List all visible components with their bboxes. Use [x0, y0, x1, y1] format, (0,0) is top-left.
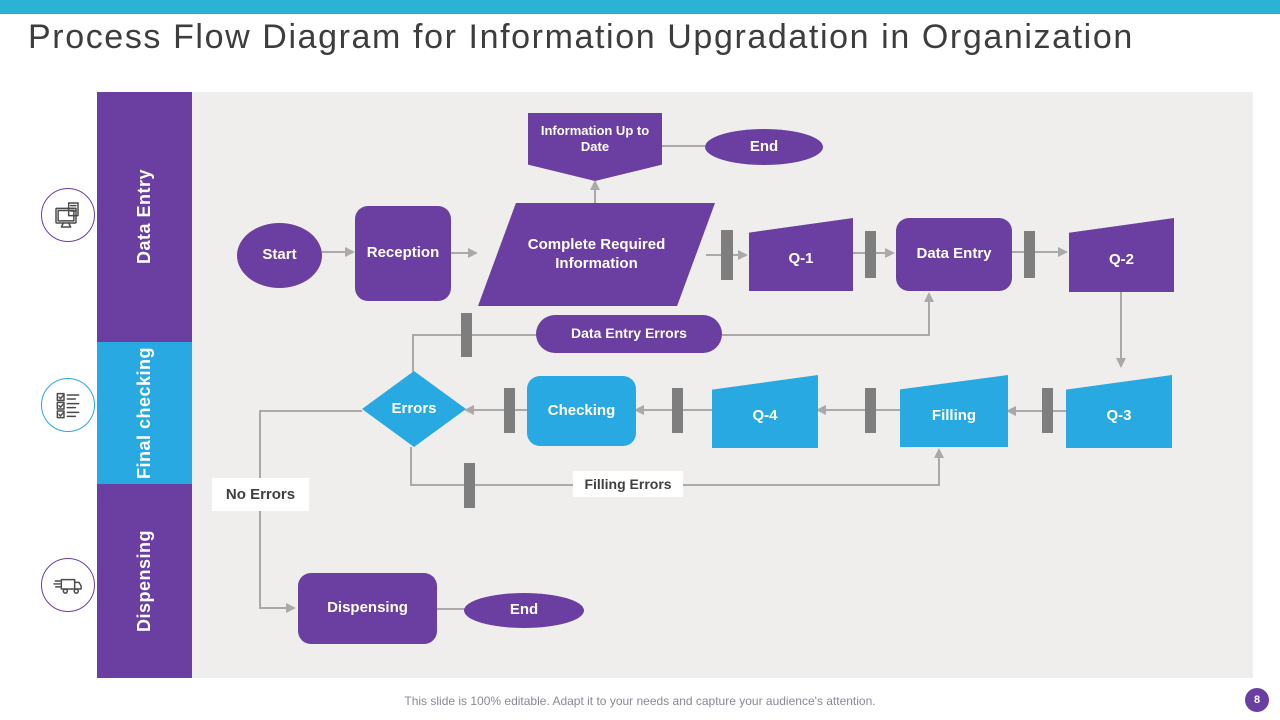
connector-information-uptodate — [594, 188, 596, 206]
arrowhead-icon — [1006, 406, 1016, 416]
connector-dispensing-end — [437, 608, 467, 610]
node-reception: Reception — [355, 206, 451, 301]
arrowhead-icon — [590, 180, 600, 190]
connector-start-reception — [322, 251, 350, 253]
barrier-icon — [865, 388, 876, 433]
node-dispensing: Dispensing — [298, 573, 437, 644]
connector-errors-up — [412, 336, 414, 372]
label-no-errors: No Errors — [212, 478, 309, 511]
barrier-icon — [1024, 231, 1035, 278]
arrowhead-icon — [286, 603, 296, 613]
barrier-icon — [461, 313, 472, 357]
node-q4-label: Q-4 — [752, 407, 778, 425]
barrier-icon — [865, 231, 876, 278]
node-complete-required-information-label: Complete Required Information — [527, 235, 666, 272]
node-q2-label: Q-2 — [1108, 250, 1134, 268]
arrowhead-icon — [345, 247, 355, 257]
node-checking: Checking — [527, 376, 636, 446]
node-data-entry-errors-label: Data Entry Errors — [571, 325, 687, 342]
arrowhead-icon — [885, 248, 895, 258]
label-filling-errors-text: Filling Errors — [584, 476, 672, 492]
node-data-entry-label: Data Entry — [916, 245, 992, 263]
connector-fillingerrors-up — [938, 456, 940, 486]
sidebar-label-final-checking: Final checking — [134, 346, 154, 480]
delivery-truck-icon — [41, 558, 95, 612]
top-accent-bar — [0, 0, 1280, 14]
node-information-up-to-date: Information Up to Date — [528, 113, 662, 181]
arrowhead-icon — [464, 405, 474, 415]
node-information-up-to-date-label: Information Up to Date — [540, 122, 650, 154]
node-q1-label: Q-1 — [788, 250, 814, 268]
connector-reception-information — [451, 252, 473, 254]
arrowhead-icon — [1058, 247, 1068, 257]
node-start-label: Start — [262, 246, 297, 264]
node-q1: Q-1 — [749, 218, 853, 291]
node-checking-label: Checking — [547, 401, 616, 419]
connector-filling-q4 — [824, 409, 900, 411]
barrier-icon — [464, 463, 475, 508]
node-data-entry-errors: Data Entry Errors — [536, 315, 722, 353]
connector-q3-filling — [1014, 410, 1066, 412]
connector-checking-errors — [472, 409, 527, 411]
sidebar-label-data-entry: Data Entry — [134, 169, 154, 265]
connector-noerrors-dispensing — [259, 607, 289, 609]
arrowhead-icon — [934, 448, 944, 458]
connector-q2-q3 — [1120, 291, 1122, 361]
computer-document-icon — [41, 188, 95, 242]
barrier-icon — [504, 388, 515, 433]
barrier-icon — [1042, 388, 1053, 433]
node-dispensing-label: Dispensing — [327, 599, 408, 617]
footer-note: This slide is 100% editable. Adapt it to… — [404, 694, 876, 708]
node-filling: Filling — [900, 375, 1008, 447]
connector-uptodate-end — [662, 145, 705, 147]
label-no-errors-text: No Errors — [225, 486, 296, 503]
barrier-icon — [721, 230, 733, 280]
connector-dataentryerrors-up — [928, 300, 930, 336]
sidebar-band-dispensing: Dispensing — [97, 484, 192, 678]
node-data-entry: Data Entry — [896, 218, 1012, 291]
node-end-top: End — [705, 129, 823, 165]
arrowhead-icon — [468, 248, 478, 258]
arrowhead-icon — [738, 250, 748, 260]
label-filling-errors: Filling Errors — [573, 471, 683, 497]
connector-errors-left — [260, 410, 362, 412]
arrowhead-icon — [1116, 358, 1126, 368]
sidebar-label-dispensing: Dispensing — [134, 529, 154, 632]
page-number-badge: 8 — [1245, 688, 1269, 712]
arrowhead-icon — [634, 405, 644, 415]
node-end-top-label: End — [749, 137, 779, 155]
node-complete-required-information: Complete Required Information — [478, 203, 715, 306]
node-reception-label: Reception — [366, 244, 440, 262]
node-end-bottom: End — [464, 593, 584, 628]
node-q3-label: Q-3 — [1106, 407, 1132, 425]
barrier-icon — [672, 388, 683, 433]
arrowhead-icon — [924, 292, 934, 302]
sidebar-band-final-checking: Final checking — [97, 342, 192, 484]
connector-errors-down — [410, 447, 412, 485]
checklist-icon — [41, 378, 95, 432]
node-filling-label: Filling — [931, 406, 977, 424]
node-errors-label: Errors — [391, 399, 437, 417]
arrowhead-icon — [816, 405, 826, 415]
sidebar-band-data-entry: Data Entry — [97, 92, 192, 342]
connector-dataentry-q2 — [1012, 251, 1062, 253]
slide-title: Process Flow Diagram for Information Upg… — [28, 18, 1134, 56]
node-start: Start — [237, 223, 322, 288]
node-end-bottom-label: End — [509, 601, 539, 619]
